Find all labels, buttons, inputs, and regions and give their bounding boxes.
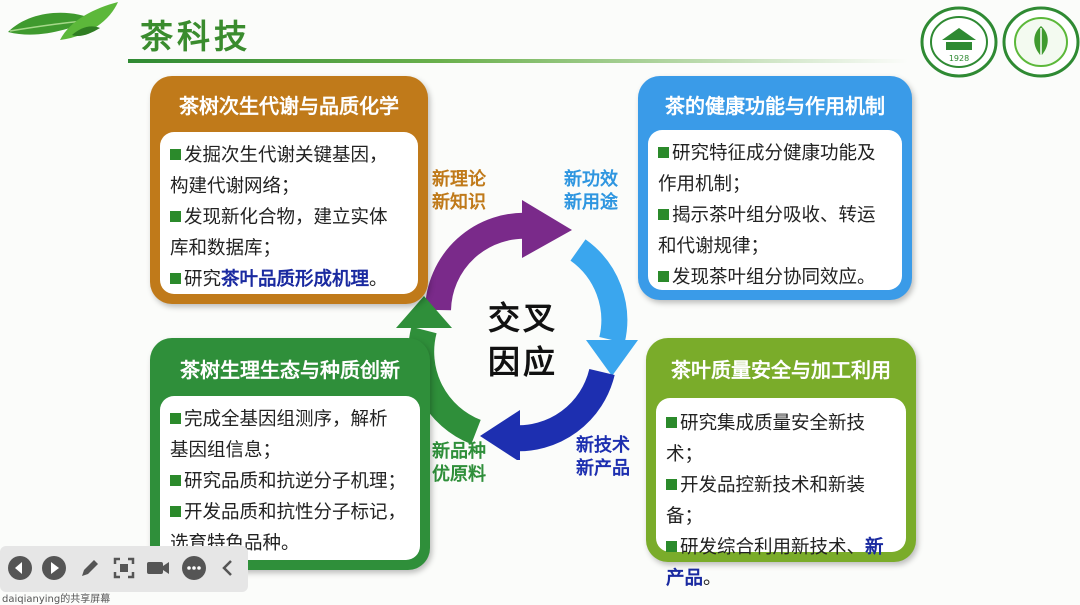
bullet-square-icon [170,506,181,517]
bullet-square-icon [666,417,677,428]
card-title: 茶叶质量安全与加工利用 [671,358,891,382]
card-title: 茶的健康功能与作用机制 [665,94,885,118]
arrow-head-green [396,296,452,328]
back-icon[interactable] [6,554,34,582]
card-health-function: 茶的健康功能与作用机制 研究特征成分健康功能及 作用机制； 揭示茶叶组分吸收、转… [638,76,912,300]
bullet-square-icon [658,209,669,220]
center-line2: 因应 [488,343,559,381]
card-body: 研究集成质量安全新技术； 开发品控新技术和新装备； 研发综合利用新技术、新 产品… [656,398,906,589]
arrow-head-blue [586,340,638,376]
arrow-head-purple [522,200,572,258]
pen-icon[interactable] [76,554,104,582]
tea-leaf-icon [8,2,118,40]
bullet-square-icon [658,147,669,158]
seal-year: 1928 [949,54,969,63]
page-title: 茶科技 [140,17,251,56]
bullet-square-icon [658,271,669,282]
bullet-square-icon [170,413,181,424]
card-physiology-germplasm: 茶树生理生态与种质创新 完成全基因组测序，解析 基因组信息； 研究品质和抗逆分子… [150,338,430,570]
center-line1: 交叉 [488,299,559,337]
collapse-icon[interactable] [214,554,242,582]
label-top-left: 新理论 新知识 [432,169,486,213]
label-bottom-right: 新技术 新产品 [576,435,630,479]
play-icon[interactable] [40,554,68,582]
card-body: 发掘次生代谢关键基因， 构建代谢网络； 发现新化合物，建立实体 库和数据库； 研… [160,132,418,294]
center-text: 交叉 因应 [488,296,558,384]
card-body: 研究特征成分健康功能及 作用机制； 揭示茶叶组分吸收、转运 和代谢规律； 发现茶… [648,130,902,290]
card-title: 茶树次生代谢与品质化学 [179,94,399,118]
cycle-arrows [396,200,638,460]
label-bottom-left: 新品种 优原料 [432,441,486,485]
bullet-square-icon [170,211,181,222]
screenshot-icon[interactable] [110,554,138,582]
card-secondary-metabolism: 茶树次生代谢与品质化学 发掘次生代谢关键基因， 构建代谢网络； 发现新化合物，建… [150,76,428,304]
bullet-square-icon [170,475,181,486]
card-body: 完成全基因组测序，解析 基因组信息； 研究品质和抗逆分子机理； 开发品质和抗性分… [160,396,420,560]
institute-logo-icon [1002,6,1080,78]
arrow-head-darkblue [480,410,520,460]
shared-screen-owner: daiqianying的共享屏幕 [2,594,111,605]
more-icon[interactable] [180,554,208,582]
bullet-square-icon [666,541,677,552]
bullet-square-icon [666,479,677,490]
label-top-right: 新功效 新用途 [564,169,618,213]
bullet-square-icon [170,149,181,160]
video-icon[interactable] [144,554,172,582]
title-underline [128,59,908,63]
screen-share-toolbar [0,546,248,592]
card-quality-safety: 茶叶质量安全与加工利用 研究集成质量安全新技术； 开发品控新技术和新装备； 研发… [646,338,916,589]
card-title: 茶树生理生态与种质创新 [180,358,400,382]
university-seal-icon: 1928 [920,6,998,78]
bullet-square-icon [170,273,181,284]
